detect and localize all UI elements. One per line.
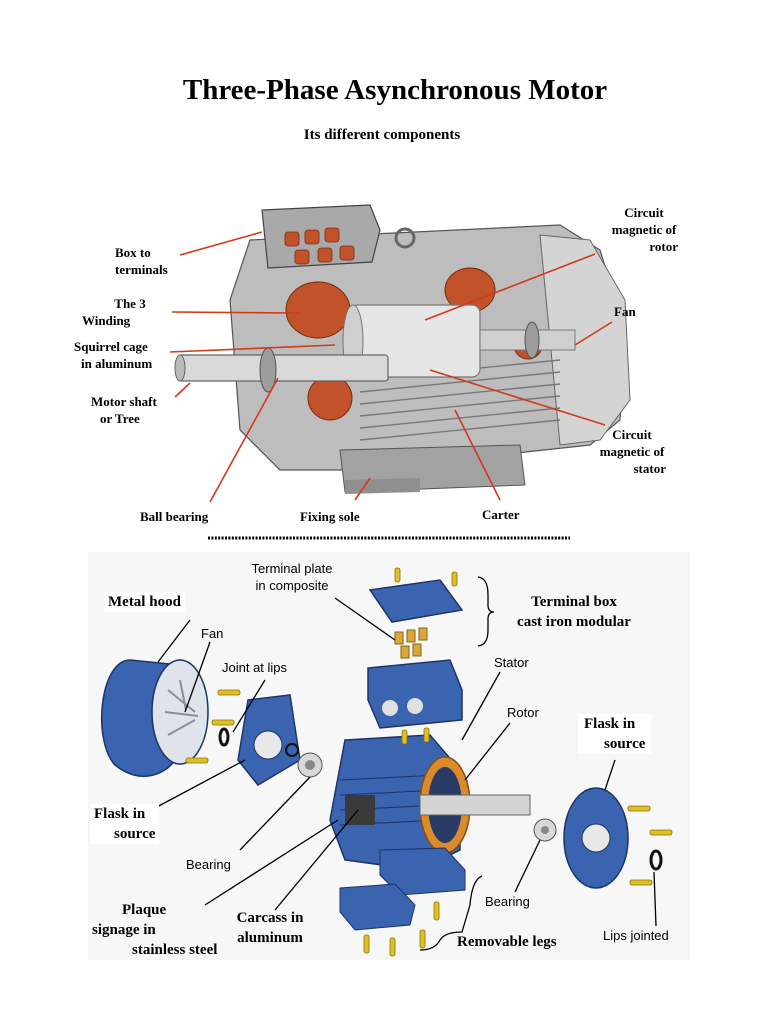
label-metal-hood: Metal hood <box>104 592 185 612</box>
label-fan-top: Fan <box>614 304 636 319</box>
flask-right-illustration <box>533 787 663 889</box>
label-bearing-right: Bearing <box>485 894 530 909</box>
bolts <box>185 567 673 957</box>
label-rotor: Rotor <box>507 705 539 720</box>
label-lips-jointed: Lips jointed <box>603 928 669 943</box>
label-ball-bearing: Ball bearing <box>140 509 209 524</box>
label-fixing-sole: Fixing sole <box>300 509 360 524</box>
bottom-leader-lines <box>154 576 657 951</box>
label-plaque-signage: Plaque signage in stainless steel <box>92 902 218 958</box>
page-subtitle: Its different components <box>303 127 461 143</box>
terminal-box-illustration <box>367 579 464 729</box>
label-carter: Carter <box>482 507 520 522</box>
flask-left-illustration <box>218 694 323 786</box>
removable-legs-illustration <box>339 847 466 931</box>
label-fan-bottom: Fan <box>201 626 224 641</box>
cutaway-motor-illustration <box>174 204 631 494</box>
top-leader-lines <box>169 231 613 503</box>
label-joint-at-lips: Joint at lips <box>222 660 288 675</box>
label-bearing-left: Bearing <box>186 857 231 872</box>
label-removable-legs: Removable legs <box>457 934 557 950</box>
label-stator: Stator <box>494 655 529 670</box>
page-title: Three-Phase Asynchronous Motor <box>182 74 608 106</box>
